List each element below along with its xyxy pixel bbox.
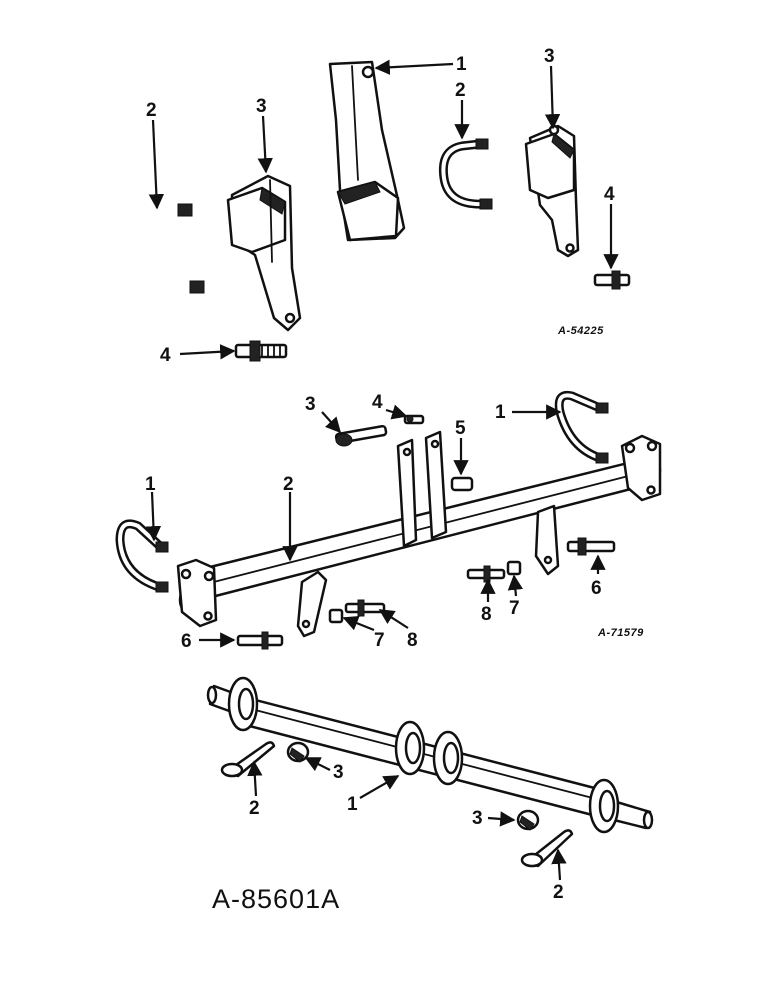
bolt-item-6-right bbox=[566, 537, 616, 556]
bracket-center bbox=[328, 60, 406, 242]
callout-bot-2-right: 2 bbox=[553, 882, 564, 903]
flange-left bbox=[227, 676, 259, 732]
bolt-item-6-left bbox=[236, 631, 284, 650]
u-bolt-right bbox=[438, 138, 493, 210]
callout-top-4a: 4 bbox=[604, 184, 615, 205]
bolt-right bbox=[593, 270, 631, 290]
callout-mid-7-center: 7 bbox=[509, 598, 520, 619]
callout-bot-1: 1 bbox=[347, 794, 358, 815]
callout-mid-5: 5 bbox=[455, 418, 466, 439]
lower-tab-right bbox=[534, 504, 560, 576]
callout-mid-6-right: 6 bbox=[591, 578, 602, 599]
callout-mid-8-center: 8 bbox=[481, 604, 492, 625]
callout-top-2a: 2 bbox=[146, 100, 157, 121]
callout-mid-4: 4 bbox=[372, 392, 383, 413]
flange-center-left bbox=[394, 720, 426, 776]
nut-item-7-lower bbox=[328, 608, 344, 624]
pin-left bbox=[220, 741, 276, 778]
callout-mid-2: 2 bbox=[283, 474, 294, 495]
callout-bot-3-right: 3 bbox=[472, 808, 483, 829]
middle-assembly: 3 4 5 1 1 2 6 6 7 8 8 7 A-71579 bbox=[115, 390, 662, 652]
u-bolt-left bbox=[121, 203, 205, 294]
callout-mid-1-right: 1 bbox=[495, 402, 506, 423]
callout-bot-3-left: 3 bbox=[333, 762, 344, 783]
pin-right bbox=[520, 829, 574, 868]
bolt-item-8-center bbox=[466, 565, 506, 583]
clip-left bbox=[286, 741, 310, 763]
callout-mid-6-left: 6 bbox=[181, 631, 192, 652]
nut-item-7-center bbox=[506, 560, 522, 576]
bolt-left bbox=[234, 340, 288, 362]
pin-item-3 bbox=[334, 424, 388, 447]
bottom-assembly: 3 2 1 3 2 A-85601A bbox=[206, 676, 654, 914]
figure-ref-top: A-54225 bbox=[557, 325, 604, 337]
callout-top-1: 1 bbox=[456, 54, 467, 75]
callout-mid-3: 3 bbox=[305, 394, 316, 415]
callout-bot-2-left: 2 bbox=[249, 798, 260, 819]
main-tube bbox=[178, 455, 662, 618]
figure-ref-bottom: A-85601A bbox=[212, 884, 340, 914]
flange-right bbox=[588, 778, 620, 834]
top-assembly: 1 2 3 2 3 4 4 A-54225 bbox=[121, 46, 631, 366]
flange-center-right bbox=[432, 730, 464, 786]
callout-top-3b: 3 bbox=[544, 46, 555, 67]
callout-top-3a: 3 bbox=[256, 96, 267, 117]
center-uprights bbox=[396, 430, 448, 548]
callout-mid-8-lower: 8 bbox=[407, 630, 418, 651]
bolt-item-8-lower bbox=[344, 599, 386, 617]
lower-tab-left bbox=[296, 570, 328, 638]
mid-u-bolt-right bbox=[554, 390, 609, 464]
mid-u-bolt-left bbox=[115, 519, 169, 593]
callout-top-2b: 2 bbox=[455, 80, 466, 101]
spacer-item-5 bbox=[450, 476, 474, 492]
bracket-right bbox=[524, 124, 580, 258]
axle-shaft bbox=[206, 684, 654, 830]
bracket-left bbox=[226, 174, 302, 332]
callout-top-4b: 4 bbox=[160, 345, 171, 366]
callout-mid-1-left: 1 bbox=[145, 474, 156, 495]
cotter-item-4 bbox=[403, 414, 425, 425]
end-plate-left bbox=[176, 558, 218, 628]
figure-ref-middle: A-71579 bbox=[597, 627, 644, 639]
end-plate-right bbox=[620, 434, 662, 502]
callout-mid-7-lower: 7 bbox=[374, 630, 385, 651]
clip-right bbox=[516, 809, 540, 831]
